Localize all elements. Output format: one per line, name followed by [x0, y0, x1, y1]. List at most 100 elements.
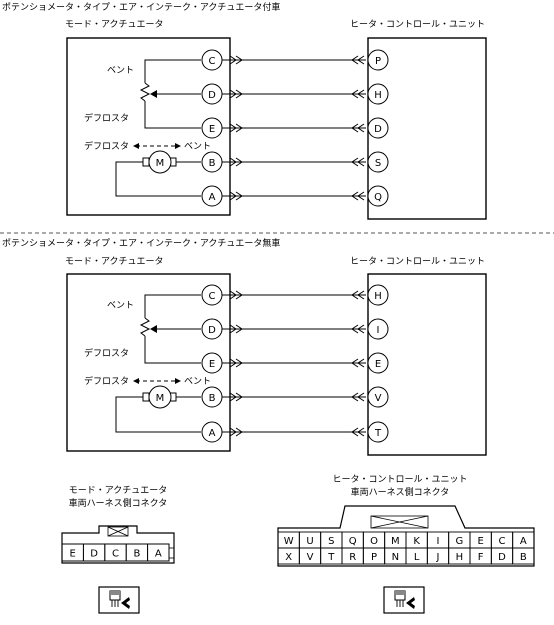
pin-label: U — [306, 536, 313, 547]
motor-symbol: M — [156, 393, 165, 404]
pin-label: E — [478, 536, 484, 547]
pin-circle — [367, 49, 389, 71]
pin-label: K — [413, 536, 420, 547]
pin-label: A — [520, 536, 527, 547]
wire-row: A T — [201, 421, 389, 443]
motor-direction-defrost: デフロスタ — [84, 375, 129, 387]
wire-row: A Q — [201, 185, 389, 207]
pin-label-left: B — [209, 158, 216, 169]
pin-circle — [201, 421, 223, 443]
arrow-left-icon — [133, 143, 139, 149]
pin-label-right: H — [374, 291, 382, 302]
pin-label-right: E — [375, 359, 381, 370]
wire-row: D H — [201, 83, 389, 105]
connector-mark-icon — [229, 290, 243, 300]
connector-mark-icon — [229, 123, 243, 133]
pin-label-right: Q — [374, 192, 382, 203]
potentiometer — [139, 59, 201, 129]
pin-label: C — [112, 549, 119, 560]
pin-circle — [367, 151, 389, 173]
pin-label: W — [284, 536, 294, 547]
pin-circle — [201, 83, 223, 105]
pin-label: G — [455, 536, 463, 547]
pin-label: C — [499, 536, 506, 547]
connector-mark-icon — [351, 324, 365, 334]
wire-row: B V — [201, 386, 389, 408]
arrow-right-icon — [175, 378, 181, 384]
pin-label: N — [392, 552, 399, 563]
connector-mark-icon — [229, 89, 243, 99]
pin-label-right: D — [374, 124, 382, 135]
connector-title-line2: 車両ハーネス側コネクタ — [69, 497, 168, 509]
pin-circle — [367, 117, 389, 139]
pin-label: S — [328, 536, 334, 547]
pin-label: P — [371, 552, 377, 563]
pin-label: M — [391, 536, 400, 547]
defrost-label: デフロスタ — [84, 347, 129, 359]
pin-label-right: P — [375, 56, 381, 67]
pin-circle — [201, 386, 223, 408]
pin-label: V — [307, 552, 314, 563]
pin-circle — [201, 185, 223, 207]
section-title: ポテンショメータ・タイプ・エア・インテーク・アクチュエータ無車 — [2, 237, 280, 249]
pin-label: T — [327, 552, 335, 563]
wire-row: C H — [201, 284, 389, 306]
connector-title-line1: モード・アクチュエータ — [69, 485, 168, 496]
view-direction-icon — [383, 586, 425, 614]
pin-label-right: V — [375, 393, 382, 404]
pin-label-right: T — [374, 428, 382, 439]
pin-label: H — [456, 552, 464, 563]
pin-label-left: D — [208, 90, 216, 101]
defrost-label: デフロスタ — [84, 112, 129, 124]
pin-label-left: E — [209, 359, 215, 370]
motor: デフロスタ ベント M — [84, 140, 211, 197]
pin-label-left: E — [209, 124, 215, 135]
connector-mark-icon — [351, 157, 365, 167]
pin-circle — [367, 421, 389, 443]
connector-mark-icon — [229, 427, 243, 437]
pin-label: B — [133, 549, 140, 560]
wire-row: C P — [201, 49, 389, 71]
actuator-label: モード・アクチュエータ — [65, 19, 164, 30]
section-without-intake-actuator: ポテンショメータ・タイプ・エア・インテーク・アクチュエータ無車 モード・アクチュ… — [2, 237, 487, 456]
wire-row: B S — [201, 151, 389, 173]
actuator-label: モード・アクチュエータ — [65, 256, 164, 267]
pin-label-right: I — [377, 325, 380, 336]
pin-circle — [201, 318, 223, 340]
connector-mark-icon — [351, 191, 365, 201]
pin-circle — [367, 185, 389, 207]
motor-direction-defrost: デフロスタ — [84, 140, 129, 152]
view-direction-icon — [98, 586, 140, 614]
connector-mark-icon — [229, 191, 243, 201]
pin-label: R — [349, 552, 356, 563]
wire-row: E D — [201, 117, 389, 139]
pin-label: D — [498, 552, 506, 563]
pin-label-right: H — [374, 90, 382, 101]
pin-label: X — [285, 552, 292, 563]
pin-label: B — [520, 552, 527, 563]
pin-circle — [367, 83, 389, 105]
latch — [370, 515, 429, 529]
vent-label: ベント — [107, 66, 134, 76]
pin-circle — [201, 151, 223, 173]
pin-cell — [512, 547, 535, 565]
pin-label-left: A — [209, 192, 216, 203]
wire-row: E E — [201, 352, 389, 374]
pin-label: J — [436, 552, 440, 563]
pin-circle — [367, 352, 389, 374]
pin-label: I — [437, 536, 440, 547]
connector-title-line1: ヒータ・コントロール・ユニット — [332, 474, 467, 485]
pin-label: O — [370, 536, 378, 547]
connector-mark-icon — [229, 157, 243, 167]
connector-mark-icon — [229, 358, 243, 368]
pin-circle — [367, 318, 389, 340]
connector-mark-icon — [351, 89, 365, 99]
wiper-arrow-icon — [150, 325, 157, 333]
pin-circle — [367, 284, 389, 306]
connector-title-line2: 車両ハーネス側コネクタ — [351, 486, 450, 498]
